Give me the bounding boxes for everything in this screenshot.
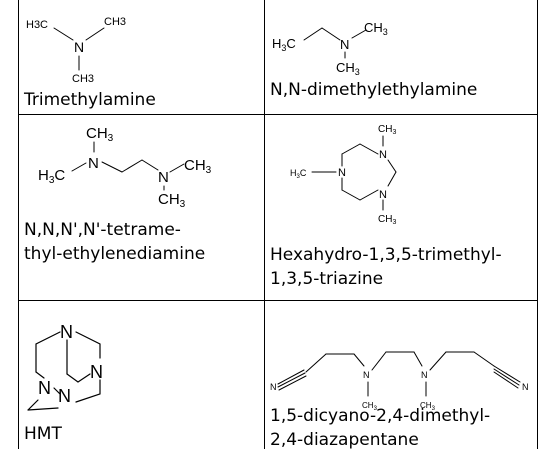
svg-text:H3C: H3C <box>290 168 307 180</box>
atom-ch3: CH3 <box>104 16 126 28</box>
atom-n-left: N <box>88 155 99 172</box>
label-dicyano-diazapentane: 1,5-dicyano-2,4-dimethyl- 2,4-diazapenta… <box>270 406 491 450</box>
atom-n-right: N <box>90 362 103 382</box>
svg-text:CH3: CH3 <box>420 401 436 412</box>
svg-text:CH3: CH3 <box>362 401 378 412</box>
atom-h3c: H3C <box>26 19 48 31</box>
hmt-structure: N N N N <box>27 322 103 411</box>
atom-n-amine-right: N <box>421 370 428 380</box>
triazine-structure: CH3 N N H3C N CH3 <box>290 124 397 226</box>
table-border-mid <box>264 0 265 449</box>
svg-text:CH3: CH3 <box>364 20 388 37</box>
dicyano-diazapentane-structure: N N CH3 N CH3 N <box>270 351 529 412</box>
atom-n-left: N <box>38 378 51 398</box>
label-tmeda: N,N,N',N'-tetrame- thyl-ethylenediamine <box>24 220 206 264</box>
atom-n-left: N <box>338 167 346 179</box>
atom-n-right: N <box>158 169 169 186</box>
atom-n: N <box>74 39 84 55</box>
svg-text:H3C: H3C <box>272 36 296 53</box>
atom-n-amine-left: N <box>363 370 370 380</box>
tmeda-structure: CH3 N H3C N CH3 CH3 <box>38 125 212 210</box>
atom-n-cyano-right: N <box>522 382 529 392</box>
svg-text:CH3: CH3 <box>336 60 360 77</box>
atom-n: N <box>340 37 349 52</box>
svg-text:H3C: H3C <box>38 167 65 186</box>
table-row-divider-2 <box>18 300 538 301</box>
svg-text:CH3: CH3 <box>378 124 396 136</box>
svg-text:CH3: CH3 <box>86 125 114 144</box>
svg-text:CH3: CH3 <box>158 191 186 210</box>
atom-n-bottom: N <box>58 386 71 406</box>
svg-text:CH3: CH3 <box>184 157 212 176</box>
atom-n-cyano-left: N <box>270 382 277 392</box>
trimethylamine-structure: H3C N CH3 CH3 <box>26 16 126 85</box>
atom-n-top: N <box>379 149 387 161</box>
table-border-left <box>18 0 19 449</box>
table-border-right <box>537 0 538 449</box>
svg-text:CH3: CH3 <box>378 214 396 226</box>
label-trimethylamine: Trimethylamine <box>24 90 156 110</box>
label-hmt: HMT <box>24 424 62 444</box>
atom-n-bottom: N <box>379 189 387 201</box>
svg-text:H3C: H3C <box>26 19 48 31</box>
label-dimethylethylamine: N,N-dimethylethylamine <box>270 80 478 100</box>
atom-n-top: N <box>60 322 73 342</box>
label-triazine: Hexahydro-1,3,5-trimethyl- 1,3,5-triazin… <box>270 245 502 289</box>
table-row-divider-1 <box>18 114 538 115</box>
dimethylethylamine-structure: H3C N CH3 CH3 <box>272 20 388 77</box>
atom-ch3-bottom: CH3 <box>72 73 94 85</box>
